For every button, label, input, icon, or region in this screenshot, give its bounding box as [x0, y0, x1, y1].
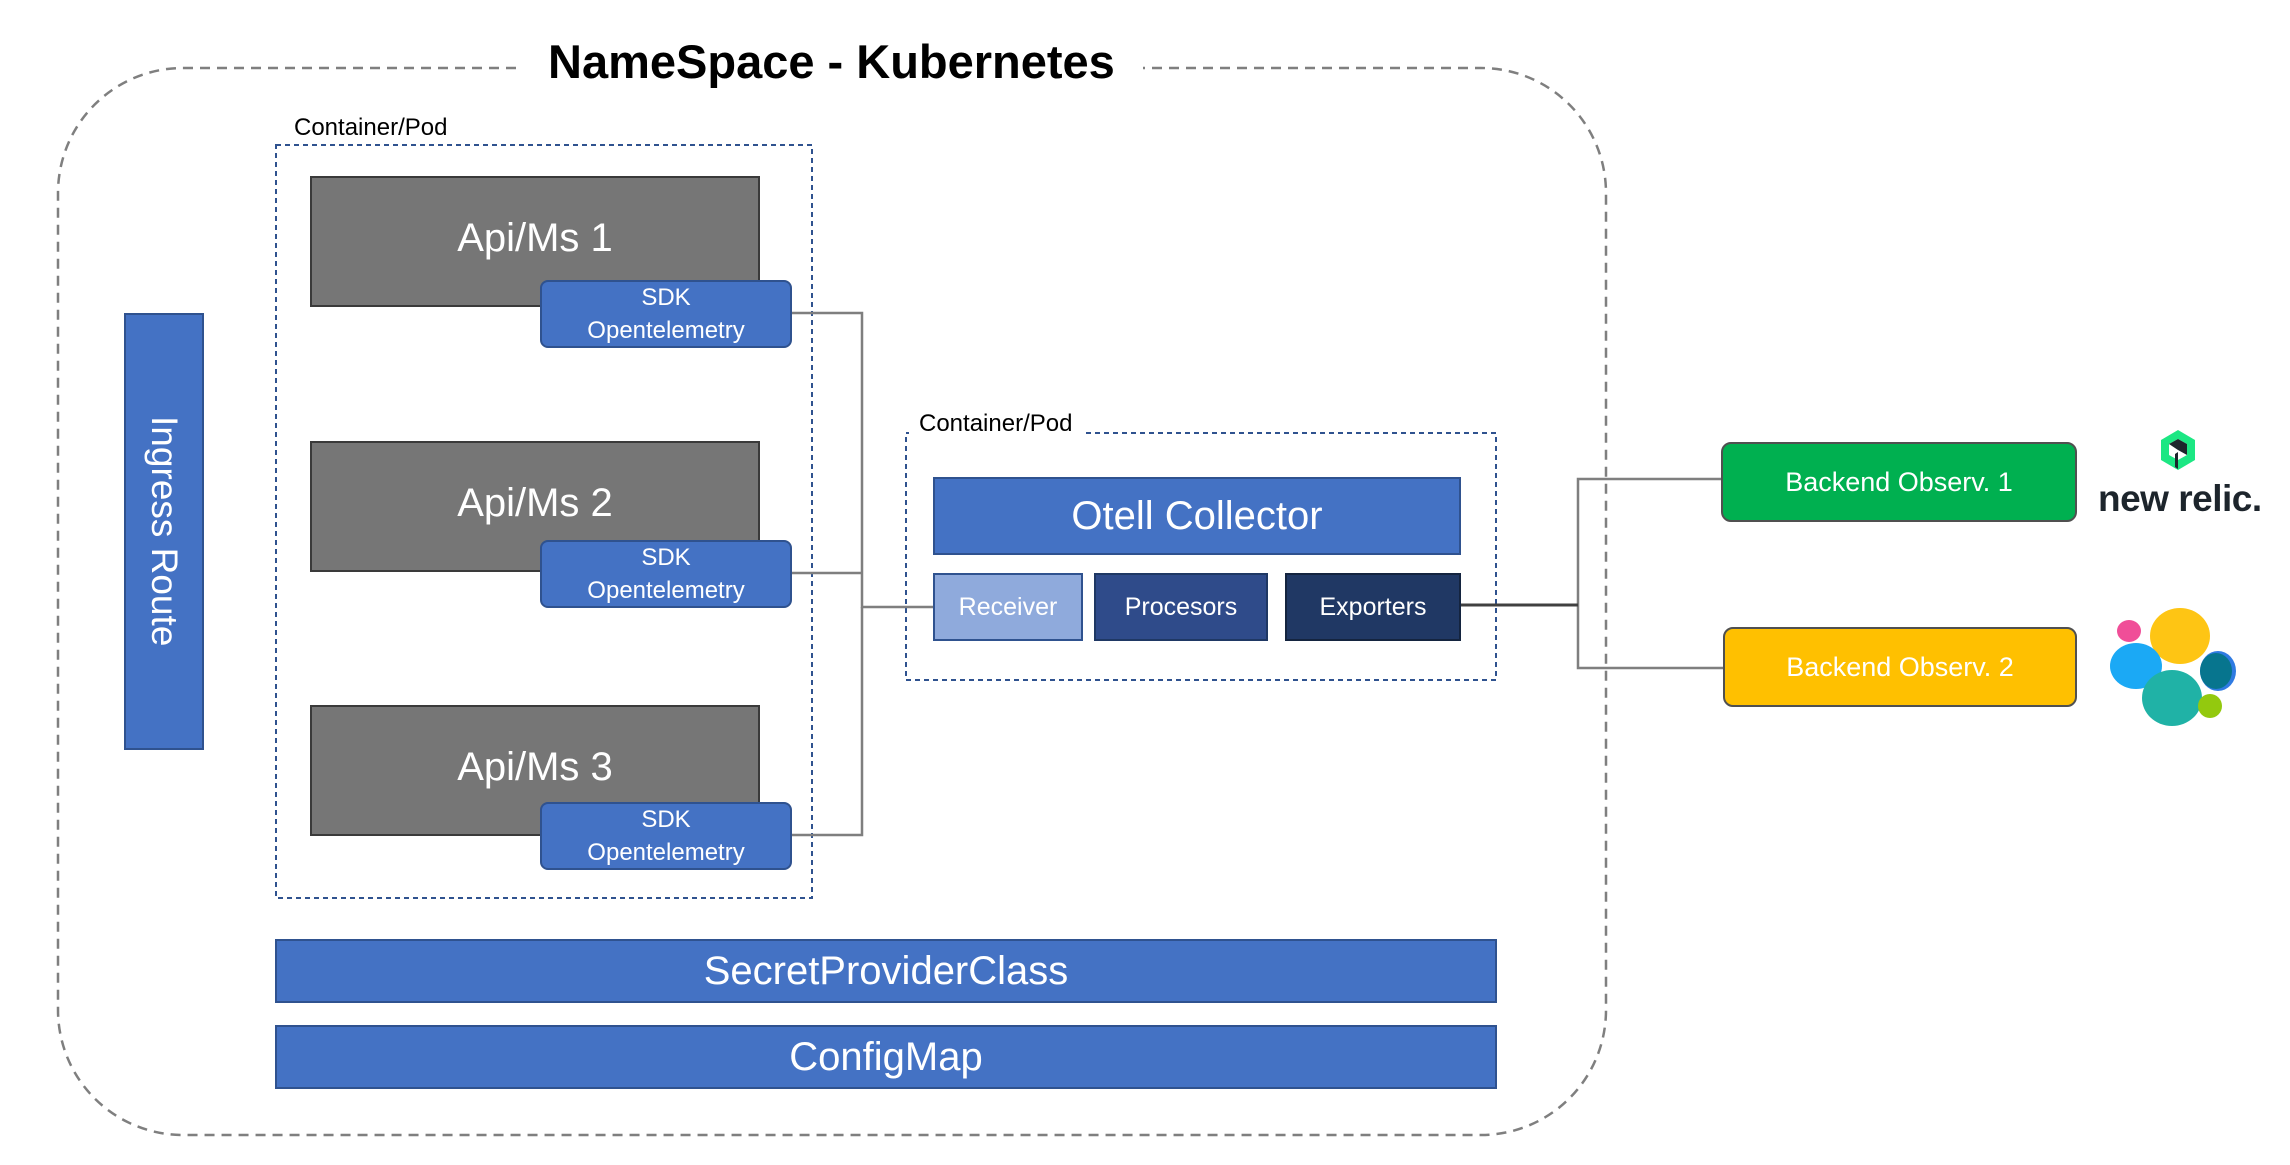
backend1-connector [1576, 477, 1722, 605]
new-relic-logo [2161, 430, 2195, 470]
sdk-opentelemetry-3[interactable]: SDK Opentelemetry [540, 802, 792, 870]
otell-collector-label: Otell Collector [1071, 493, 1323, 538]
backend-observ-2[interactable]: Backend Observ. 2 [1723, 627, 2077, 707]
sdk-2-line1: SDK [641, 544, 691, 571]
backend-observ-1[interactable]: Backend Observ. 1 [1721, 442, 2077, 522]
api-ms-2[interactable]: Api/Ms 2 [310, 441, 760, 572]
sdk-opentelemetry-1[interactable]: SDK Opentelemetry [540, 280, 792, 348]
sdk-1-line1: SDK [641, 284, 691, 311]
otell-collector-title[interactable]: Otell Collector [933, 477, 1461, 555]
processors-component[interactable]: Procesors [1094, 573, 1268, 641]
secret-provider-class-label: SecretProviderClass [703, 948, 1069, 993]
backend-observ-2-label: Backend Observ. 2 [1786, 651, 2014, 682]
sdk3-connector [790, 607, 864, 837]
new-relic-logo-text: new relic. [2098, 478, 2262, 519]
api-ms-2-label: Api/Ms 2 [457, 481, 613, 525]
sdk-3-line2: Opentelemetry [587, 839, 745, 866]
collector-pod-label: Container/Pod [909, 410, 1083, 438]
collector-pod-boundary [905, 432, 1497, 681]
sdk-opentelemetry-2[interactable]: SDK Opentelemetry [540, 540, 792, 608]
configmap-label: ConfigMap [789, 1034, 983, 1079]
backend2-connector [1576, 605, 1724, 670]
sdk-1-line2: Opentelemetry [587, 317, 745, 344]
receiver-label: Receiver [958, 592, 1058, 621]
receiver-component[interactable]: Receiver [933, 573, 1083, 641]
services-pod-label: Container/Pod [284, 114, 458, 142]
backend-observ-1-label: Backend Observ. 1 [1785, 466, 2013, 497]
secret-provider-class-bar[interactable]: SecretProviderClass [275, 939, 1497, 1003]
api-ms-3-label: Api/Ms 3 [457, 745, 613, 789]
sdk-3-line1: SDK [641, 806, 691, 833]
processors-label: Procesors [1124, 592, 1238, 621]
sdk1-connector [790, 311, 934, 609]
exporters-label: Exporters [1319, 592, 1427, 621]
sdk-connector-lines [790, 311, 934, 837]
sdk-2-line2: Opentelemetry [587, 577, 745, 604]
elastic-logo [2110, 608, 2236, 726]
ingress-route[interactable]: Ingress Route [124, 313, 204, 750]
namespace-title: NameSpace - Kubernetes [520, 34, 1143, 89]
exporter-connector-lines [1438, 477, 1724, 670]
configmap-bar[interactable]: ConfigMap [275, 1025, 1497, 1089]
services-pod-boundary [275, 144, 813, 899]
api-ms-1-label: Api/Ms 1 [457, 216, 613, 260]
exporters-component[interactable]: Exporters [1285, 573, 1461, 641]
ingress-route-label: Ingress Route [144, 416, 185, 647]
